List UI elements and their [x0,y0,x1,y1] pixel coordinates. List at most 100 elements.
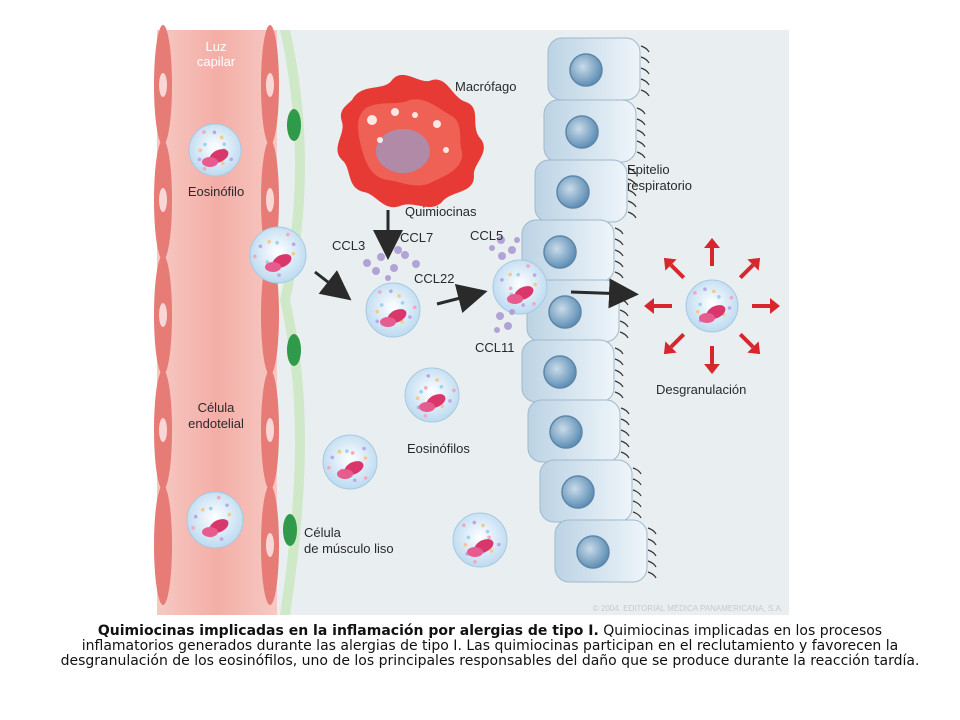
label-ccl7: CCL7 [400,230,433,245]
epithelial-cell [521,219,624,283]
cilium [647,560,657,568]
eosinophils-group [186,123,739,568]
cilium [636,107,646,115]
label-ccl22: CCL22 [414,271,454,286]
cilium [636,140,646,148]
cilium [614,260,624,268]
cilium [620,418,630,426]
cilium [636,151,646,159]
label-musculo-1: Célula [304,525,342,540]
label-eosinofilo: Eosinófilo [188,184,244,199]
cilium [620,451,630,459]
label-epitelio-1: Epitelio [627,162,670,177]
cilium [640,67,650,75]
epithelial-cell [554,519,657,583]
degranulation-arrow [704,346,720,374]
eosinophil-nucleus-lobe [202,157,218,167]
cilium [627,178,637,186]
macrophage-nucleus [376,129,430,173]
migration-arrow-1 [314,270,352,301]
epithelial-nucleus [549,415,583,449]
macrophage [337,74,484,208]
cilium [647,571,657,579]
eosinophil [365,282,421,338]
epithelial-nucleus [565,115,599,149]
cilium [614,369,624,377]
cilium [640,78,650,86]
cilium [647,549,657,557]
epithelial-nucleus [569,53,603,87]
cilium [619,309,629,317]
label-quimiocinas: Quimiocinas [405,204,477,219]
cilium [647,538,657,546]
cilium [640,45,650,53]
cilium [627,167,637,175]
degranulation-arrow [738,332,761,355]
eosinophil [322,434,378,490]
chemokine-diagram: Luz capilar Eosinófilo Célula endotelial… [154,25,789,615]
endothelial-nuclei [159,73,274,557]
caption-title: Quimiocinas implicadas en la inflamación… [97,623,599,639]
cilium [627,211,637,219]
caption-body: Quimiocinas implicadas en los procesos i… [60,623,920,669]
migration-arrows [314,210,639,314]
label-luz-capilar-2: capilar [197,54,236,69]
degranulation-arrows [644,238,780,374]
cilium [614,227,624,235]
label-macrofago: Macrófago [455,79,516,94]
cilium [640,89,650,97]
epithelial-nucleus [576,535,610,569]
label-luz-capilar-1: Luz [206,39,227,54]
eosinophil [685,279,739,333]
eosinophil [249,226,307,284]
cilium [619,331,629,339]
copyright-notice: © 2004. EDITORIAL MÉDICA PANAMERICANA, S… [593,604,783,613]
degranulation-arrow [738,257,761,280]
respiratory-epithelium [521,37,657,583]
cilium [614,358,624,366]
label-celula-endotelial-1: Célula [198,400,236,415]
epithelial-cell [547,37,650,101]
epithelial-cell [543,99,646,163]
label-eosinofilos: Eosinófilos [407,441,470,456]
cilium [614,380,624,388]
epithelial-nucleus [561,475,595,509]
cilium [620,429,630,437]
cilium [636,118,646,126]
eosinophil [404,367,460,423]
eosinophil-nucleus-lobe [699,313,715,323]
epithelial-cell [527,399,630,463]
eosinophil-nucleus-lobe [419,402,435,412]
cilium [632,467,642,475]
label-musculo-2: de músculo liso [304,541,394,556]
cilium [619,320,629,328]
cilium [614,271,624,279]
cilium [614,391,624,399]
eosinophil-nucleus-lobe [265,262,281,272]
label-ccl3: CCL3 [332,238,365,253]
degranulation-arrow [663,332,686,355]
epithelial-cell [534,159,637,223]
smooth-muscle-layer [280,30,305,615]
cilium [632,478,642,486]
eosinophil [492,259,548,315]
label-celula-endotelial-2: endotelial [188,416,244,431]
epithelial-cell [521,339,624,403]
epithelial-nucleus [556,175,590,209]
cilium [627,189,637,197]
cilium [632,511,642,519]
cilium [636,129,646,137]
label-desgranulacion: Desgranulación [656,382,746,397]
eosinophil [188,123,242,177]
epithelial-nucleus [548,295,582,329]
cilium [627,200,637,208]
degranulation-arrow [704,238,720,266]
eosinophil [186,491,244,549]
degranulation-arrow [752,298,780,314]
migration-arrow-3 [570,278,639,309]
cilium [632,500,642,508]
cilium [614,249,624,257]
migration-arrow-2 [436,283,488,314]
cilium [620,440,630,448]
epithelial-nucleus [543,355,577,389]
